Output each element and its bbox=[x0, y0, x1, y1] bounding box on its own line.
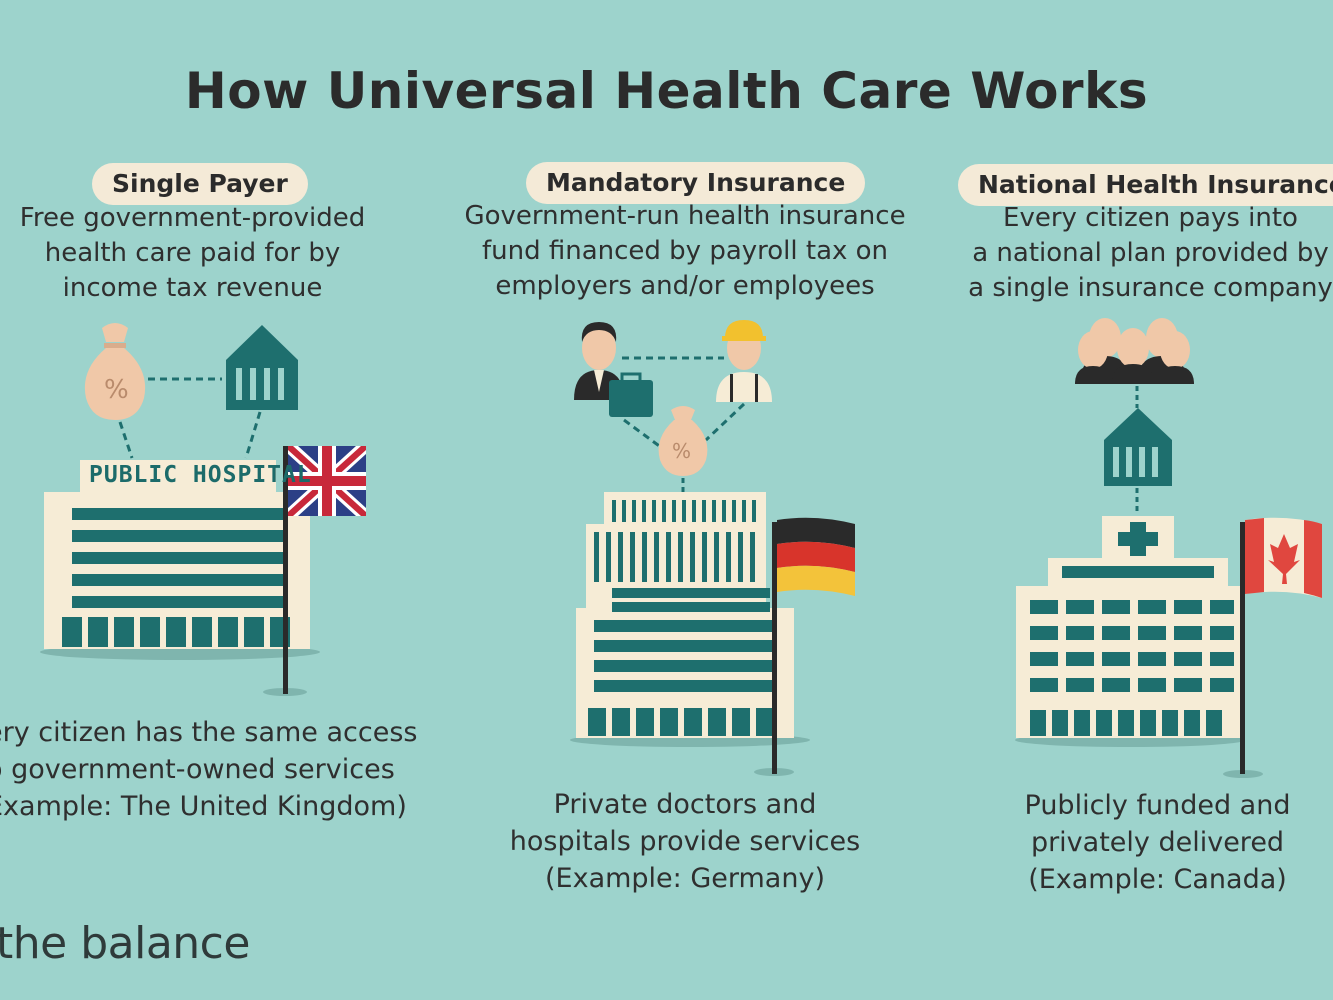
government-building-icon bbox=[1104, 408, 1172, 486]
single-payer-label: Single Payer bbox=[92, 163, 308, 205]
money-bag-icon: % bbox=[658, 406, 708, 476]
national-health-insurance-label: National Health Insurance bbox=[958, 164, 1333, 206]
worker-icon bbox=[716, 320, 772, 402]
public-hospital-sign: PUBLIC HOSPITAL bbox=[89, 462, 312, 488]
employer-icon bbox=[574, 322, 653, 417]
government-building-icon bbox=[226, 325, 298, 410]
private-hospital-building bbox=[570, 492, 810, 747]
single-payer-summary: ery citizen has the same access o govern… bbox=[0, 717, 418, 822]
national-health-insurance-description: Every citizen pays into a national plan … bbox=[968, 203, 1333, 303]
public-hospital-building bbox=[40, 460, 320, 660]
mandatory-insurance-summary: Private doctors and hospitals provide se… bbox=[509, 789, 861, 894]
page-title: How Universal Health Care Works bbox=[184, 62, 1149, 120]
single-payer-description: Free government-provided health care pai… bbox=[19, 203, 366, 303]
germany-flag bbox=[754, 517, 855, 776]
canada-flag bbox=[1223, 517, 1322, 778]
mandatory-insurance-label: Mandatory Insurance bbox=[526, 162, 866, 204]
mandatory-insurance-description: Government-run health insurance fund fin… bbox=[464, 201, 906, 301]
canadian-hospital-building bbox=[1015, 516, 1245, 747]
united-kingdom-flag bbox=[263, 446, 366, 696]
money-bag-icon: % bbox=[84, 323, 146, 420]
citizens-group-icon bbox=[1075, 318, 1194, 384]
national-health-insurance-summary: Publicly funded and privately delivered … bbox=[1024, 790, 1291, 895]
svg-text:%: % bbox=[672, 439, 691, 463]
svg-text:%: % bbox=[104, 375, 129, 405]
the-balance-logo: the balance bbox=[0, 918, 250, 969]
